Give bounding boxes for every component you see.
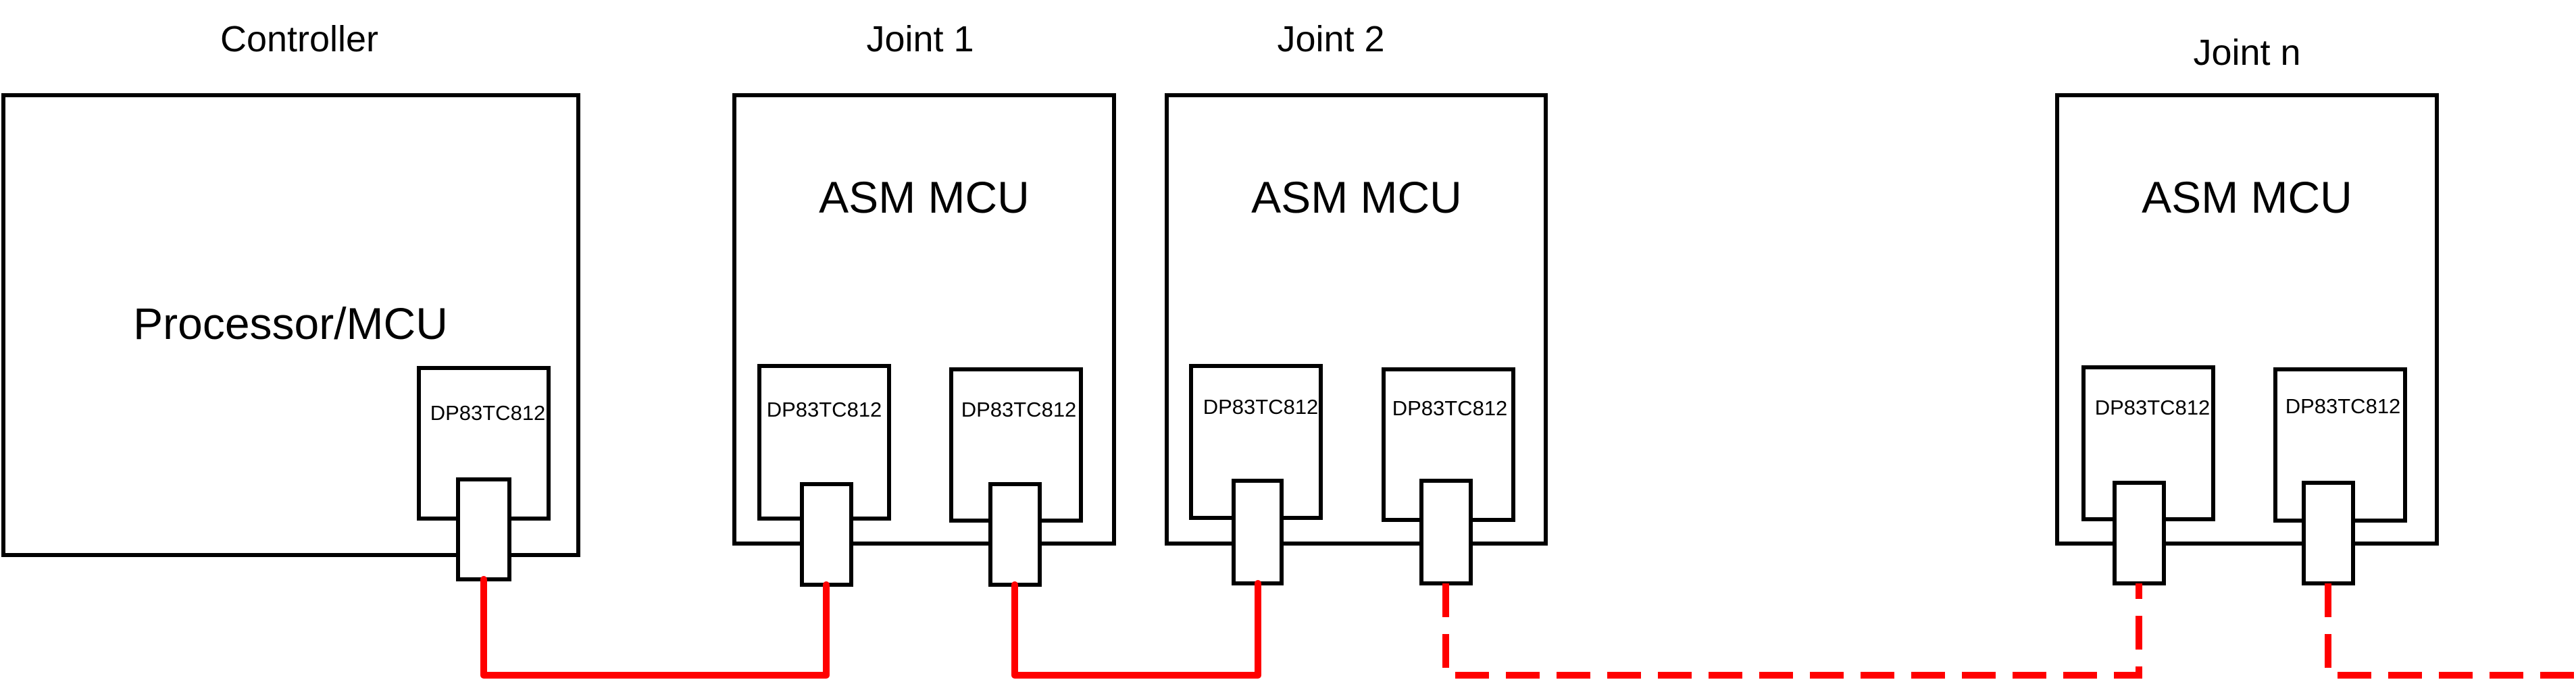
controller-core-label: Processor/MCU: [133, 298, 448, 348]
jointn-core-label: ASM MCU: [2142, 172, 2352, 222]
joint1-title: Joint 1: [866, 19, 974, 59]
controller-node: Processor/MCU DP83TC812: [1, 93, 580, 581]
joint1-node: ASM MCU DP83TC812 DP83TC812: [732, 93, 1116, 587]
joint1-core-label: ASM MCU: [819, 172, 1030, 222]
joint2-title: Joint 2: [1277, 19, 1384, 59]
jointn-phy1-label: DP83TC812: [2285, 394, 2401, 418]
link-joint1-joint2: [1011, 580, 1261, 679]
jointn-phy1-connector: [2302, 481, 2355, 585]
controller-title: Controller: [220, 19, 378, 59]
joint1-phy1-connector: [988, 482, 1042, 587]
joint2-node: ASM MCU DP83TC812 DP83TC812: [1165, 93, 1548, 585]
joint1-phy1-label: DP83TC812: [961, 398, 1077, 421]
jointn-node: ASM MCU DP83TC812 DP83TC812: [2055, 93, 2439, 585]
joint2-core-label: ASM MCU: [1251, 172, 1462, 222]
controller-connector: [456, 477, 511, 581]
joint2-phy0-label: DP83TC812: [1203, 395, 1319, 419]
jointn-phy0-connector: [2113, 481, 2166, 585]
joint1-phy0-label: DP83TC812: [767, 398, 882, 421]
joint2-phy0-connector: [1232, 479, 1284, 585]
link-controller-joint1: [480, 576, 830, 679]
joint2-phy1-connector: [1419, 479, 1473, 585]
jointn-phy0-label: DP83TC812: [2095, 396, 2211, 419]
joint2-phy1-label: DP83TC812: [1392, 396, 1508, 420]
link-joint2-jointn-dashed: [1442, 583, 2142, 679]
jointn-title: Joint n: [2193, 32, 2300, 73]
link-jointn-next-dashed: [2325, 583, 2576, 679]
joint1-phy0-connector: [800, 482, 853, 587]
controller-phy-label: DP83TC812: [430, 401, 546, 425]
